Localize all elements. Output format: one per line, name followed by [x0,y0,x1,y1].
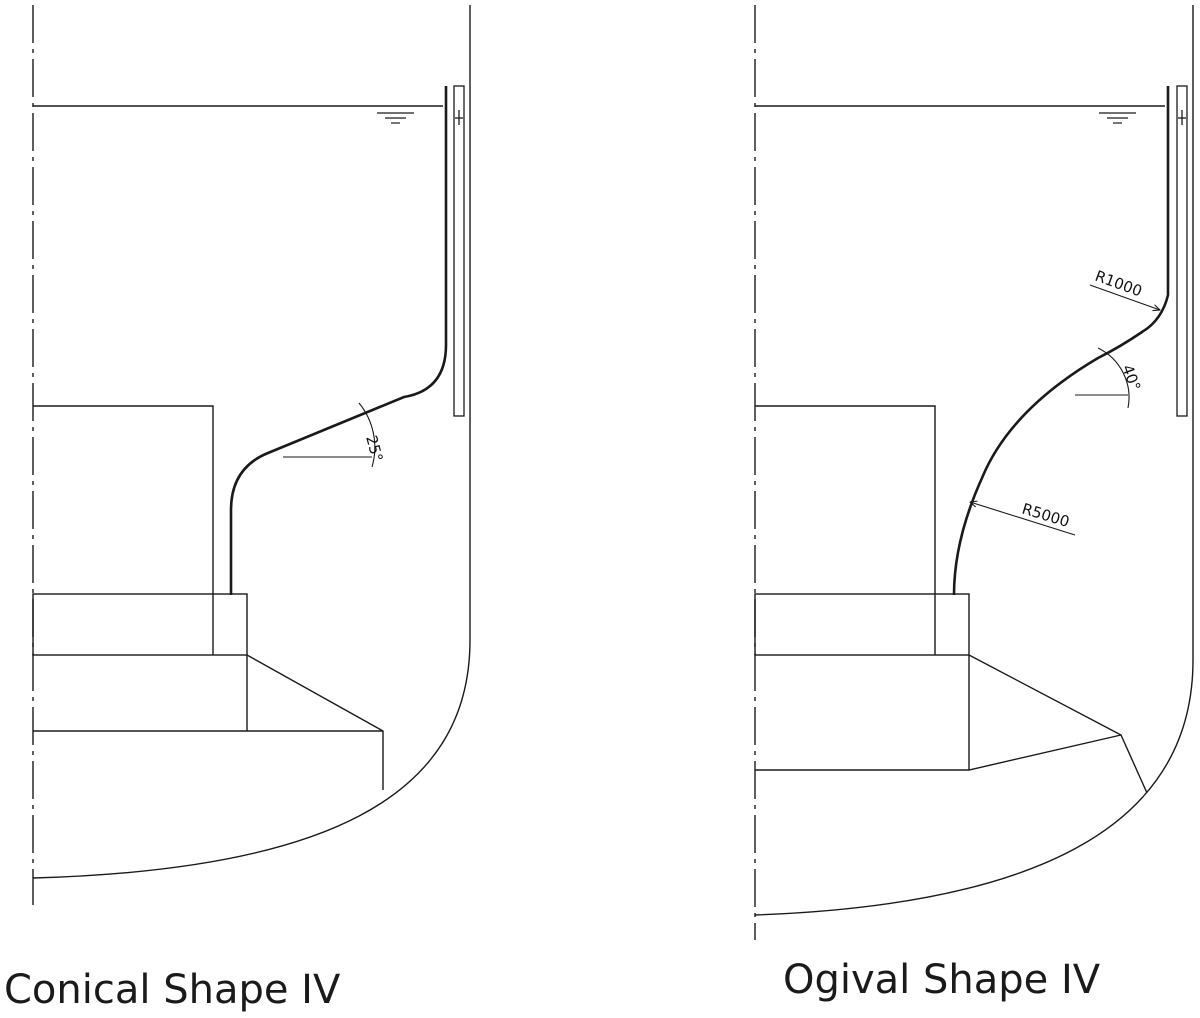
baffle-left [453,85,465,417]
radius-leader-lower [970,502,1076,536]
vessel-wall-right [754,5,1194,916]
water-level-symbol-left [377,112,414,124]
baffle-right [1176,85,1188,417]
water-level-symbol-right [1099,112,1136,124]
angle-dimension-right [1075,347,1130,409]
angle-label-left: 25° [362,433,386,463]
ogival-shape-panel [754,5,1194,940]
vessel-wall-left [32,5,471,879]
impeller-right [754,405,1148,794]
caption-ogival-shape: Ogival Shape IV [783,957,1101,1003]
angle-dimension-left [283,402,376,468]
angle-label-right: 40° [1118,362,1144,393]
draft-tube-profile-left [229,86,448,595]
draft-tube-profile-right [952,86,1170,596]
conical-shape-panel [32,5,471,905]
caption-conical-shape: Conical Shape IV [4,967,341,1013]
radius-leader-upper [1089,284,1160,310]
impeller-left [32,405,384,790]
